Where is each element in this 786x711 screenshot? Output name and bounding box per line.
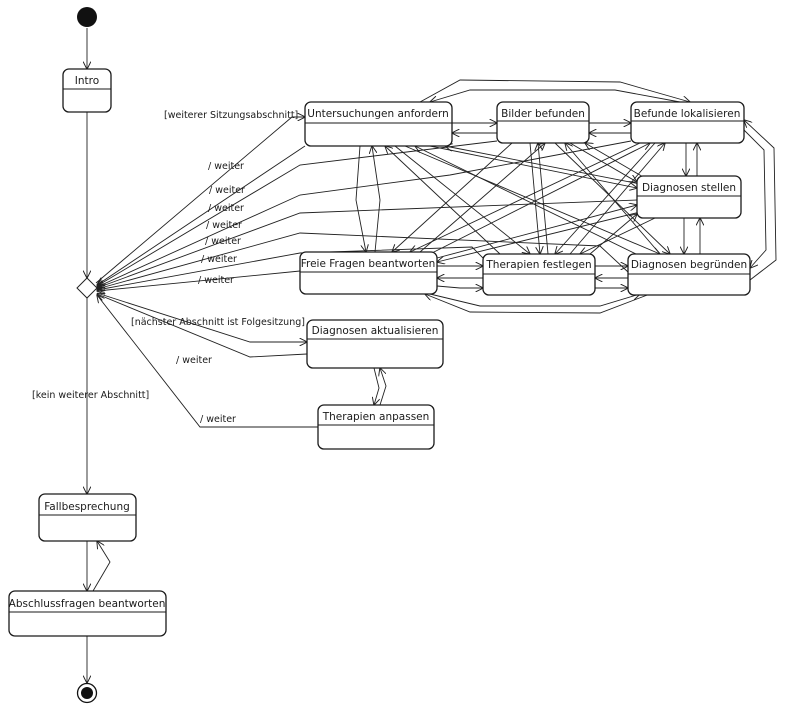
transition-bilder-freie [392, 142, 513, 252]
transition-therapien-untersuchungen [385, 146, 501, 255]
transition-therapien-diag-stellen [589, 214, 637, 255]
transition-befunde-weiter [97, 140, 632, 287]
state-befunde-lokalisieren[interactable]: Befunde lokalisieren [630, 101, 745, 144]
transition-begruenden-befunde [744, 120, 777, 281]
guard-weiterer-abschnitt: [weiterer Sitzungsabschnitt] [164, 110, 298, 121]
transition-bilder-weiter [97, 140, 498, 286]
state-label: Diagnosen begründen [631, 259, 747, 271]
action-weiter-1: / weiter [208, 161, 244, 172]
action-weiter-4: / weiter [206, 220, 242, 231]
transition-begruenden-untersuchungen [415, 146, 641, 257]
transition-befunde-untersuchungen [430, 89, 681, 102]
transition-diag-stellen-weiter [97, 199, 638, 288]
transition-untersuchungen-befunde [419, 79, 690, 102]
transition-untersuchungen-begruenden [404, 145, 660, 254]
state-label: Intro [75, 75, 99, 87]
action-weiter-2: / weiter [209, 185, 245, 196]
transition-anpassen-aktualisieren [380, 368, 387, 406]
transition-abschluss-fallbesprechung [92, 541, 111, 592]
action-weiter-7: / weiter [198, 275, 234, 286]
transition-decision-aktualisieren [96, 292, 307, 342]
state-diagnosen-begruenden[interactable]: Diagnosen begründen [627, 253, 751, 296]
state-therapien-anpassen[interactable]: Therapien anpassen [317, 404, 435, 450]
transitions [87, 28, 777, 683]
transition-befunde-freie [410, 142, 641, 252]
transition-diag-begruenden-weiter [97, 232, 629, 289]
transition-diag-stellen-bilder [585, 143, 646, 179]
transition-freie-befunde [429, 143, 650, 255]
transition-diag-stellen-freie [437, 211, 641, 262]
transition-begruenden-bilder [565, 143, 661, 255]
state-bilder-befunden[interactable]: Bilder befunden [496, 101, 590, 144]
state-label: Fallbesprechung [44, 501, 130, 513]
transition-aktualisieren-anpassen [374, 367, 379, 405]
final-state-node [76, 682, 98, 704]
state-label: Untersuchungen anfordern [307, 108, 448, 120]
transition-bilder-therapien [529, 142, 540, 254]
transition-decision-untersuchungen [95, 117, 305, 284]
state-label: Freie Fragen beantworten [301, 258, 436, 270]
state-intro[interactable]: Intro [62, 68, 112, 113]
state-abschlussfragen-beantworten[interactable]: Abschlussfragen beantworten [8, 590, 167, 637]
transition-untersuchungen-diag-stellen [429, 145, 637, 188]
state-diagnosen-stellen[interactable]: Diagnosen stellen [636, 175, 742, 219]
state-label: Therapien anpassen [322, 411, 430, 423]
transition-freie-therapien-low [436, 286, 483, 288]
state-label: Abschlussfragen beantworten [9, 598, 166, 610]
transition-freie-untersuchungen [372, 146, 381, 253]
transition-untersuchungen-freie [355, 145, 366, 252]
transition-diag-stellen-therapien [580, 217, 656, 254]
state-freie-fragen-beantworten[interactable]: Freie Fragen beantworten [299, 251, 438, 295]
state-fallbesprechung[interactable]: Fallbesprechung [38, 493, 137, 542]
state-diagnosen-aktualisieren[interactable]: Diagnosen aktualisieren [306, 319, 444, 369]
transition-therapien-befunde [569, 143, 665, 255]
action-weiter-5: / weiter [205, 236, 241, 247]
state-therapien-festlegen[interactable]: Therapien festlegen [482, 253, 596, 296]
action-weiter-8: / weiter [176, 355, 212, 366]
state-label: Diagnosen stellen [642, 182, 736, 194]
guard-folgesitzung: [nächster Abschnitt ist Folgesitzung] [131, 317, 305, 328]
transition-untersuchungen-weiter [97, 145, 306, 285]
state-label: Therapien festlegen [485, 259, 591, 271]
decision-node [76, 277, 98, 299]
state-label: Befunde lokalisieren [634, 108, 741, 120]
transition-begruenden-freie [425, 294, 651, 314]
transition-freie-fragen-weiter [97, 270, 301, 291]
transition-untersuchungen-therapien [394, 145, 530, 254]
initial-state-node [77, 7, 97, 27]
state-untersuchungen-anfordern[interactable]: Untersuchungen anfordern [304, 101, 453, 147]
state-label: Bilder befunden [501, 108, 585, 120]
transition-therapien-anpassen-weiter [97, 295, 318, 428]
transition-therapien-festlegen-weiter [97, 246, 484, 290]
action-weiter-6: / weiter [201, 254, 237, 265]
transition-diag-stellen-untersuchungen [445, 146, 641, 185]
transition-freie-begruenden [429, 294, 640, 307]
transition-labels: [weiterer Sitzungsabschnitt] / weiter / … [32, 110, 305, 425]
transition-aktualisieren-weiter [97, 294, 308, 358]
transition-befunde-therapien [555, 142, 656, 254]
transition-befunde-begruenden [743, 129, 767, 268]
transition-freie-diag-stellen [436, 205, 637, 259]
action-weiter-9: / weiter [200, 414, 236, 425]
action-weiter-3: / weiter [208, 203, 244, 214]
guard-kein-weiterer: [kein weiterer Abschnitt] [32, 390, 149, 401]
state-label: Diagnosen aktualisieren [312, 325, 439, 337]
